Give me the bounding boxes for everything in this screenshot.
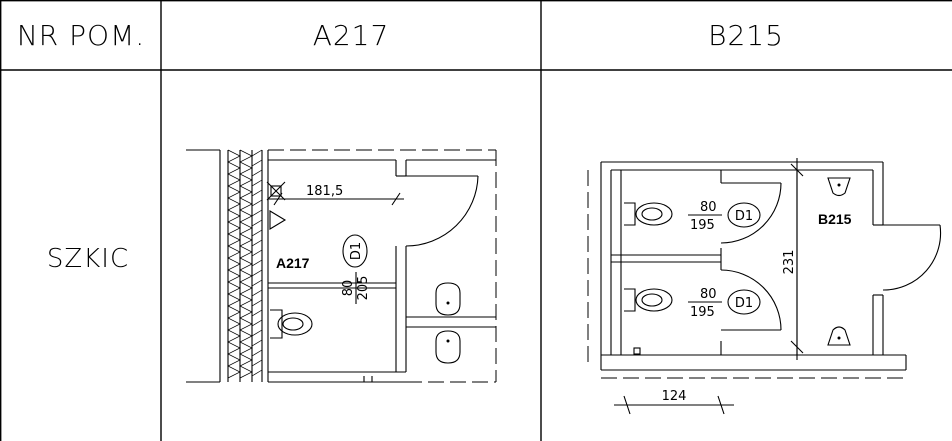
- room-label-a217: A217: [276, 255, 310, 271]
- door-swing-upper-stall: [720, 182, 782, 244]
- dimension-label-vertical: 231: [782, 250, 797, 275]
- door-tag-circle-upper: [727, 202, 761, 228]
- dimension-label-bottom: 124: [662, 389, 687, 404]
- door-swing-lower-stall: [720, 269, 782, 331]
- sketch-a217: 181,5 A217 D1 80 205: [186, 149, 497, 383]
- interior-walls: [268, 149, 497, 383]
- room-label-b215: B215: [818, 211, 852, 227]
- dimension-line-bottom: [614, 395, 734, 415]
- door-height-upper: 195: [690, 218, 715, 233]
- toilet-icon: [624, 202, 673, 226]
- triangle-marker-icon: [269, 210, 287, 230]
- door-height-a217: 205: [356, 276, 371, 301]
- header-room-number-label: NR POM.: [17, 19, 145, 52]
- toilet-icon: [270, 309, 313, 339]
- door-width-upper: 80: [700, 200, 717, 215]
- door-tag-label-a217: D1: [349, 242, 364, 260]
- door-height-lower: 195: [690, 305, 715, 320]
- header-room-a217: A217: [313, 19, 390, 52]
- urinal-icon: [827, 326, 851, 346]
- door-tag-circle-lower: [727, 289, 761, 315]
- urinal-icon: [827, 177, 851, 197]
- door-width-a217: 80: [341, 280, 356, 297]
- door-tag-upper: D1: [735, 209, 753, 224]
- dimension-label-a217: 181,5: [306, 184, 343, 199]
- dimension-line-vertical: [790, 158, 804, 360]
- door-tag-a217: [342, 234, 368, 268]
- ventilation-icon: [266, 181, 286, 201]
- exterior-wall-hatched: [186, 149, 269, 383]
- toilet-icon: [624, 288, 673, 312]
- door-width-lower: 80: [700, 287, 717, 302]
- row-label-sketch: SZKIC: [47, 244, 129, 274]
- stall-partitions: [611, 170, 798, 355]
- door-swing-b215-entrance: [882, 224, 942, 291]
- dashed-outline-b215: [587, 170, 906, 379]
- sink-icon: [435, 330, 461, 364]
- door-tag-lower: D1: [735, 296, 753, 311]
- door-swing-a217: [405, 175, 479, 247]
- sketch-b215: 80 195 D1 80 195 D1 B215 231 124: [587, 158, 942, 415]
- header-room-b215: B215: [708, 19, 784, 52]
- sink-icon: [435, 282, 461, 316]
- exterior-walls-b215: [600, 161, 907, 371]
